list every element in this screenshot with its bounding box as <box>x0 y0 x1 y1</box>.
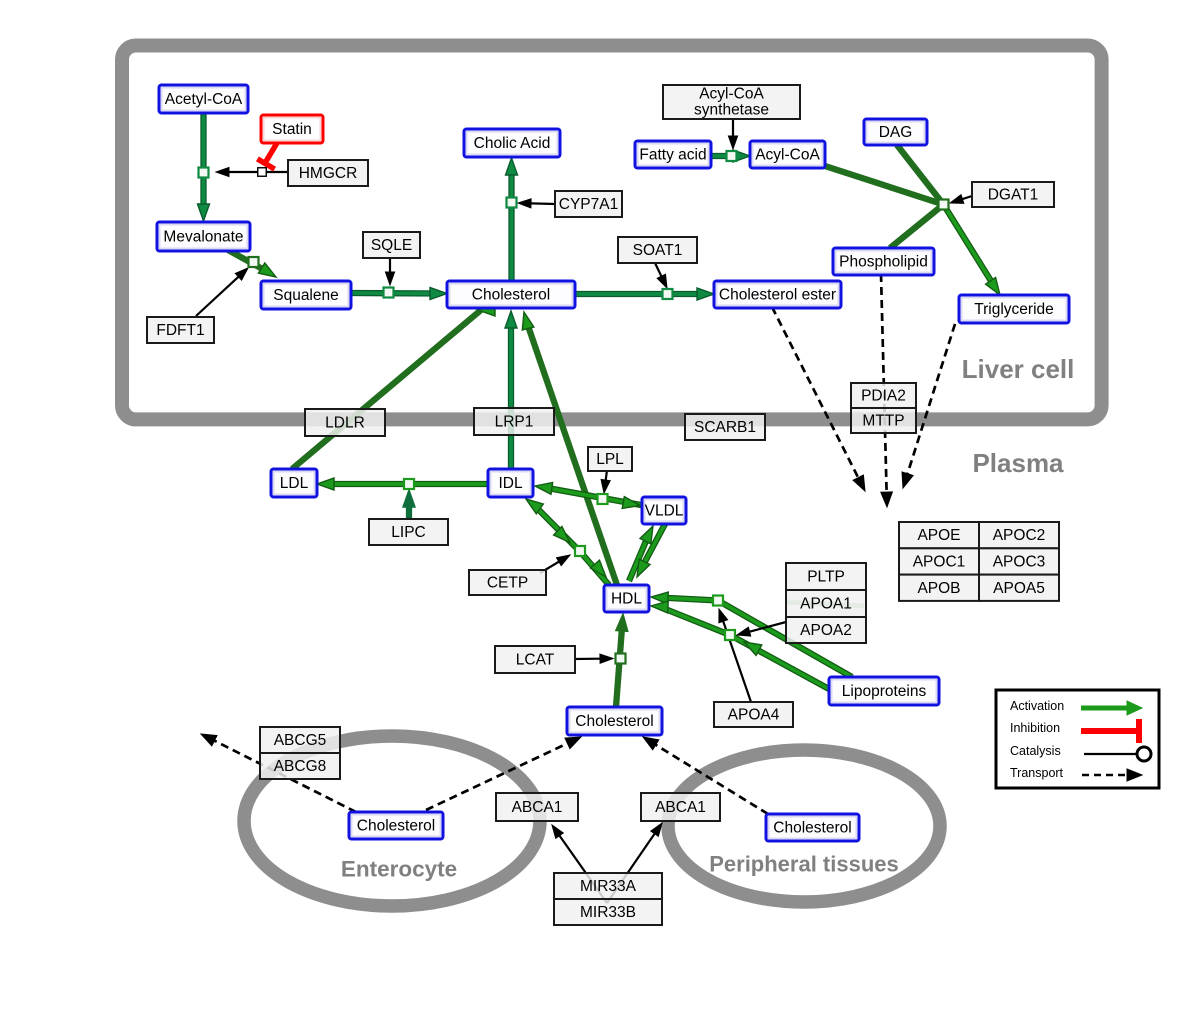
svg-text:Lipoproteins: Lipoproteins <box>842 683 927 700</box>
svg-text:APOA2: APOA2 <box>800 622 852 639</box>
svg-text:Acetyl-CoA: Acetyl-CoA <box>165 91 243 108</box>
svg-text:Inhibition: Inhibition <box>1010 721 1060 735</box>
svg-text:APOA1: APOA1 <box>800 596 852 613</box>
svg-text:LIPC: LIPC <box>391 524 425 541</box>
svg-text:Phospholipid: Phospholipid <box>839 254 928 271</box>
svg-text:APOC1: APOC1 <box>913 553 966 570</box>
svg-text:HMGCR: HMGCR <box>299 165 358 182</box>
svg-text:Statin: Statin <box>272 121 312 138</box>
svg-text:MIR33B: MIR33B <box>580 904 636 921</box>
svg-text:PDIA2: PDIA2 <box>861 388 906 405</box>
svg-text:LDLR: LDLR <box>325 415 365 432</box>
svg-text:PLTP: PLTP <box>807 569 845 586</box>
svg-text:LPL: LPL <box>596 451 624 468</box>
svg-text:Liver cell: Liver cell <box>962 354 1075 384</box>
svg-text:APOE: APOE <box>917 527 960 544</box>
svg-text:SOAT1: SOAT1 <box>633 242 683 259</box>
svg-text:Acyl-CoA: Acyl-CoA <box>699 86 764 103</box>
svg-text:CETP: CETP <box>487 575 528 592</box>
svg-text:LRP1: LRP1 <box>495 414 534 431</box>
svg-text:APOC2: APOC2 <box>993 527 1046 544</box>
svg-text:Cholesterol: Cholesterol <box>773 820 851 837</box>
svg-text:LDL: LDL <box>280 475 309 492</box>
svg-text:MTTP: MTTP <box>862 413 904 430</box>
svg-text:Cholesterol: Cholesterol <box>472 287 550 304</box>
svg-text:ABCA1: ABCA1 <box>512 799 563 816</box>
svg-text:Transport: Transport <box>1010 766 1064 780</box>
svg-text:Acyl-CoA: Acyl-CoA <box>755 147 820 164</box>
svg-text:SCARB1: SCARB1 <box>694 419 756 436</box>
svg-text:Enterocyte: Enterocyte <box>341 857 457 882</box>
svg-text:Cholesterol ester: Cholesterol ester <box>719 287 836 304</box>
svg-text:Squalene: Squalene <box>273 287 339 304</box>
svg-text:MIR33A: MIR33A <box>580 878 637 895</box>
svg-text:DGAT1: DGAT1 <box>988 187 1039 204</box>
svg-text:Cholesterol: Cholesterol <box>357 818 435 835</box>
svg-text:Triglyceride: Triglyceride <box>974 301 1054 318</box>
svg-text:SQLE: SQLE <box>371 237 412 254</box>
svg-text:CYP7A1: CYP7A1 <box>559 196 618 213</box>
svg-text:ABCG8: ABCG8 <box>274 758 327 775</box>
svg-text:Activation: Activation <box>1010 699 1064 713</box>
svg-text:Cholic Acid: Cholic Acid <box>474 135 551 152</box>
svg-text:ABCA1: ABCA1 <box>655 799 706 816</box>
svg-text:Peripheral tissues: Peripheral tissues <box>709 852 899 877</box>
svg-text:Fatty acid: Fatty acid <box>639 147 706 164</box>
svg-text:APOB: APOB <box>917 580 960 597</box>
svg-text:synthetase: synthetase <box>694 102 769 119</box>
svg-text:Plasma: Plasma <box>972 448 1064 478</box>
svg-text:APOA4: APOA4 <box>728 707 780 724</box>
svg-text:Mevalonate: Mevalonate <box>163 229 243 246</box>
svg-text:FDFT1: FDFT1 <box>156 322 204 339</box>
svg-text:APOA5: APOA5 <box>993 580 1045 597</box>
svg-text:HDL: HDL <box>611 591 642 608</box>
svg-text:DAG: DAG <box>879 124 913 141</box>
svg-text:APOC3: APOC3 <box>993 553 1046 570</box>
svg-text:Catalysis: Catalysis <box>1010 744 1061 758</box>
svg-text:LCAT: LCAT <box>516 652 555 669</box>
svg-text:VLDL: VLDL <box>645 503 684 520</box>
svg-text:Cholesterol: Cholesterol <box>575 713 653 730</box>
svg-text:ABCG5: ABCG5 <box>274 732 327 749</box>
svg-text:IDL: IDL <box>498 475 523 492</box>
